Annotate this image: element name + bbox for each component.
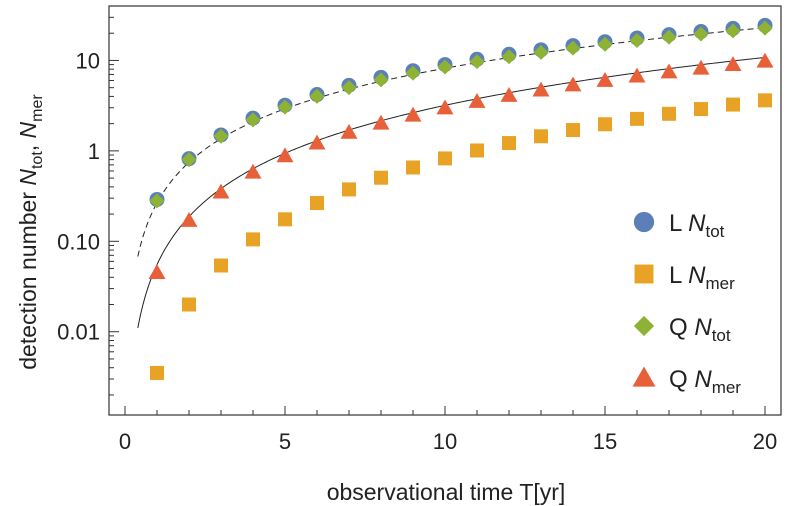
data-point-triangle	[244, 163, 262, 179]
data-point-triangle	[756, 52, 774, 68]
data-point-square	[406, 160, 420, 175]
legend-label: Q Nmer	[669, 366, 741, 397]
y-axis: 0.01 0.10 1 10	[57, 5, 119, 396]
data-point-diamond	[437, 59, 453, 75]
legend-marker-circle	[633, 211, 655, 233]
data-point-triangle	[468, 92, 486, 108]
data-point-diamond	[533, 44, 549, 60]
data-point-triangle	[276, 147, 294, 163]
data-point-triangle	[724, 56, 742, 71]
y-axis-label-symbol-1: N	[15, 169, 41, 186]
data-point-triangle	[148, 264, 166, 280]
legend-label: L Ntot	[669, 210, 725, 241]
data-point-square	[630, 111, 644, 126]
data-point-square	[310, 196, 324, 211]
data-point-diamond	[469, 54, 485, 70]
data-points	[148, 17, 774, 380]
x-tick-label: 10	[433, 429, 457, 454]
y-axis-label-separator: ,	[15, 138, 41, 151]
data-point-diamond	[373, 72, 389, 88]
data-point-diamond	[565, 40, 581, 56]
data-point-diamond	[501, 49, 517, 65]
data-point-diamond	[149, 193, 165, 209]
data-point-triangle	[532, 81, 550, 97]
data-point-square	[662, 106, 676, 121]
x-tick-label: 15	[593, 429, 617, 454]
data-point-triangle	[628, 67, 646, 83]
data-point-triangle	[660, 63, 678, 79]
y-axis-label: detection number Ntot, Nmer	[15, 94, 46, 370]
data-point-square	[374, 170, 388, 185]
legend-marker-triangle	[632, 366, 656, 387]
data-point-square	[182, 297, 196, 312]
data-point-diamond	[309, 88, 325, 104]
data-point-diamond	[757, 20, 773, 36]
x-tick-label: 20	[753, 429, 777, 454]
data-point-square	[246, 232, 260, 247]
x-axis: 0 5 10 15 20	[119, 406, 777, 454]
data-point-square	[726, 97, 740, 112]
data-point-square	[758, 93, 772, 108]
data-point-triangle	[436, 99, 454, 115]
y-axis-label-prefix: detection number	[15, 186, 41, 370]
legend-label: L Nmer	[669, 262, 735, 293]
data-point-square	[598, 117, 612, 132]
y-axis-label-sub-1: tot	[29, 151, 46, 169]
legend-marker-square	[634, 264, 654, 284]
data-point-square	[214, 258, 228, 273]
data-point-square	[534, 129, 548, 144]
data-point-square	[342, 182, 356, 197]
y-tick-label: 0.10	[57, 229, 100, 254]
data-point-triangle	[372, 114, 390, 130]
x-tick-label: 0	[119, 429, 131, 454]
data-point-diamond	[213, 128, 229, 144]
data-point-square	[438, 151, 452, 166]
data-point-diamond	[629, 33, 645, 49]
data-point-square	[278, 212, 292, 227]
data-point-diamond	[693, 26, 709, 42]
data-point-triangle	[212, 183, 230, 199]
y-axis-label-symbol-2: N	[15, 121, 41, 138]
y-tick-label: 0.01	[57, 320, 100, 345]
data-point-diamond	[405, 65, 421, 81]
legend-label: Q Ntot	[669, 314, 731, 345]
data-point-triangle	[404, 106, 422, 122]
fit-curve-solid	[137, 56, 766, 329]
legend-marker-diamond	[633, 315, 655, 337]
data-point-triangle	[500, 86, 518, 102]
data-point-triangle	[564, 76, 582, 92]
data-point-diamond	[597, 36, 613, 52]
data-point-square	[150, 365, 164, 380]
data-point-square	[694, 102, 708, 117]
data-point-diamond	[277, 99, 293, 115]
x-axis-label: observational time T[yr]	[327, 479, 566, 505]
legend: L Ntot L Nmer Q Ntot Q Nmer	[632, 210, 741, 397]
data-point-triangle	[308, 134, 326, 150]
data-point-diamond	[245, 112, 261, 128]
data-point-diamond	[341, 80, 357, 96]
data-point-triangle	[596, 72, 614, 87]
y-tick-label: 1	[88, 139, 100, 164]
data-point-square	[470, 143, 484, 158]
data-point-diamond	[181, 152, 197, 168]
y-axis-label-sub-2: mer	[29, 94, 46, 122]
data-point-square	[502, 136, 516, 151]
data-point-triangle	[180, 211, 198, 227]
data-point-square	[566, 123, 580, 138]
y-tick-label: 10	[76, 48, 100, 73]
data-point-triangle	[340, 123, 358, 139]
data-point-triangle	[692, 59, 710, 75]
data-point-diamond	[661, 29, 677, 45]
data-point-diamond	[725, 23, 741, 39]
x-tick-label: 5	[279, 429, 291, 454]
